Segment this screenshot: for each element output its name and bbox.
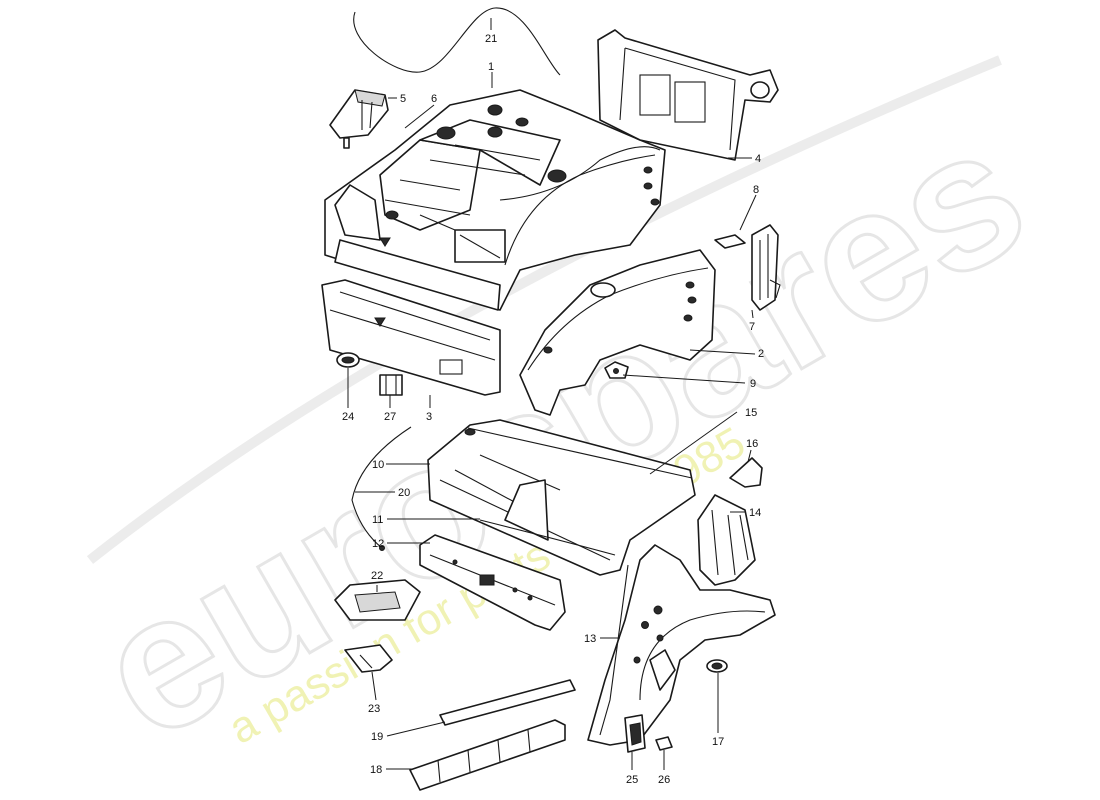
bolt-17[interactable] [706, 659, 728, 673]
callout-27[interactable]: 27 [384, 411, 396, 423]
pillar-14[interactable] [697, 494, 756, 586]
callout-16[interactable]: 16 [746, 438, 758, 450]
front-body-shell-1[interactable] [324, 89, 666, 311]
cable-end-20 [379, 545, 385, 551]
callout-25[interactable]: 25 [626, 774, 638, 786]
callout-6[interactable]: 6 [431, 93, 437, 105]
pillar-7[interactable] [751, 224, 781, 311]
pad-26[interactable] [655, 736, 673, 751]
grommet-24[interactable] [336, 352, 360, 368]
callout-2[interactable]: 2 [758, 348, 764, 360]
cable-20[interactable] [351, 426, 412, 549]
callout-7[interactable]: 7 [749, 321, 755, 333]
inner-wheel-arch-2[interactable] [519, 249, 716, 416]
callout-11[interactable]: 11 [372, 514, 383, 526]
rear-bulkhead-assembly-10[interactable] [427, 419, 696, 576]
front-cross-member-3[interactable] [321, 279, 501, 396]
panel-22[interactable] [334, 579, 421, 621]
callout-26[interactable]: 26 [658, 774, 670, 786]
callout-13[interactable]: 13 [584, 633, 596, 645]
seal-strip-21[interactable] [353, 7, 561, 76]
block-27[interactable] [379, 374, 403, 396]
bracket-5[interactable] [329, 89, 389, 149]
rocker-panel-18[interactable] [409, 719, 566, 791]
callout-9[interactable]: 9 [750, 378, 756, 390]
sill-strip-19[interactable] [439, 679, 576, 726]
callout-12[interactable]: 12 [372, 538, 384, 550]
bulkhead-panel-4[interactable] [597, 29, 779, 161]
callout-18[interactable]: 18 [370, 764, 382, 776]
callout-4[interactable]: 4 [755, 153, 761, 165]
callout-23[interactable]: 23 [368, 703, 380, 715]
plate-9[interactable] [604, 361, 629, 379]
rear-quarter-panel-13[interactable] [587, 544, 776, 746]
callout-5[interactable]: 5 [400, 93, 406, 105]
seal-11[interactable] [479, 519, 616, 556]
callout-3[interactable]: 3 [426, 411, 432, 423]
leader-lines [347, 18, 757, 770]
callout-20[interactable]: 20 [398, 487, 410, 499]
callout-labels: 1 2 3 4 5 6 7 8 9 10 11 12 13 14 15 16 1… [342, 33, 764, 786]
clip-8[interactable] [714, 234, 746, 249]
callout-17[interactable]: 17 [712, 736, 724, 748]
callout-24[interactable]: 24 [342, 411, 354, 423]
callout-19[interactable]: 19 [371, 731, 383, 743]
callout-8[interactable]: 8 [753, 184, 759, 196]
callout-22[interactable]: 22 [371, 570, 383, 582]
callout-14[interactable]: 14 [749, 507, 761, 519]
callout-1[interactable]: 1 [488, 61, 494, 73]
callout-15[interactable]: 15 [745, 407, 757, 419]
callout-21[interactable]: 21 [485, 33, 497, 45]
callout-10[interactable]: 10 [372, 459, 384, 471]
lower-panel-12[interactable] [419, 534, 566, 631]
insert-25[interactable] [624, 714, 646, 753]
bracket-23[interactable] [344, 644, 393, 673]
